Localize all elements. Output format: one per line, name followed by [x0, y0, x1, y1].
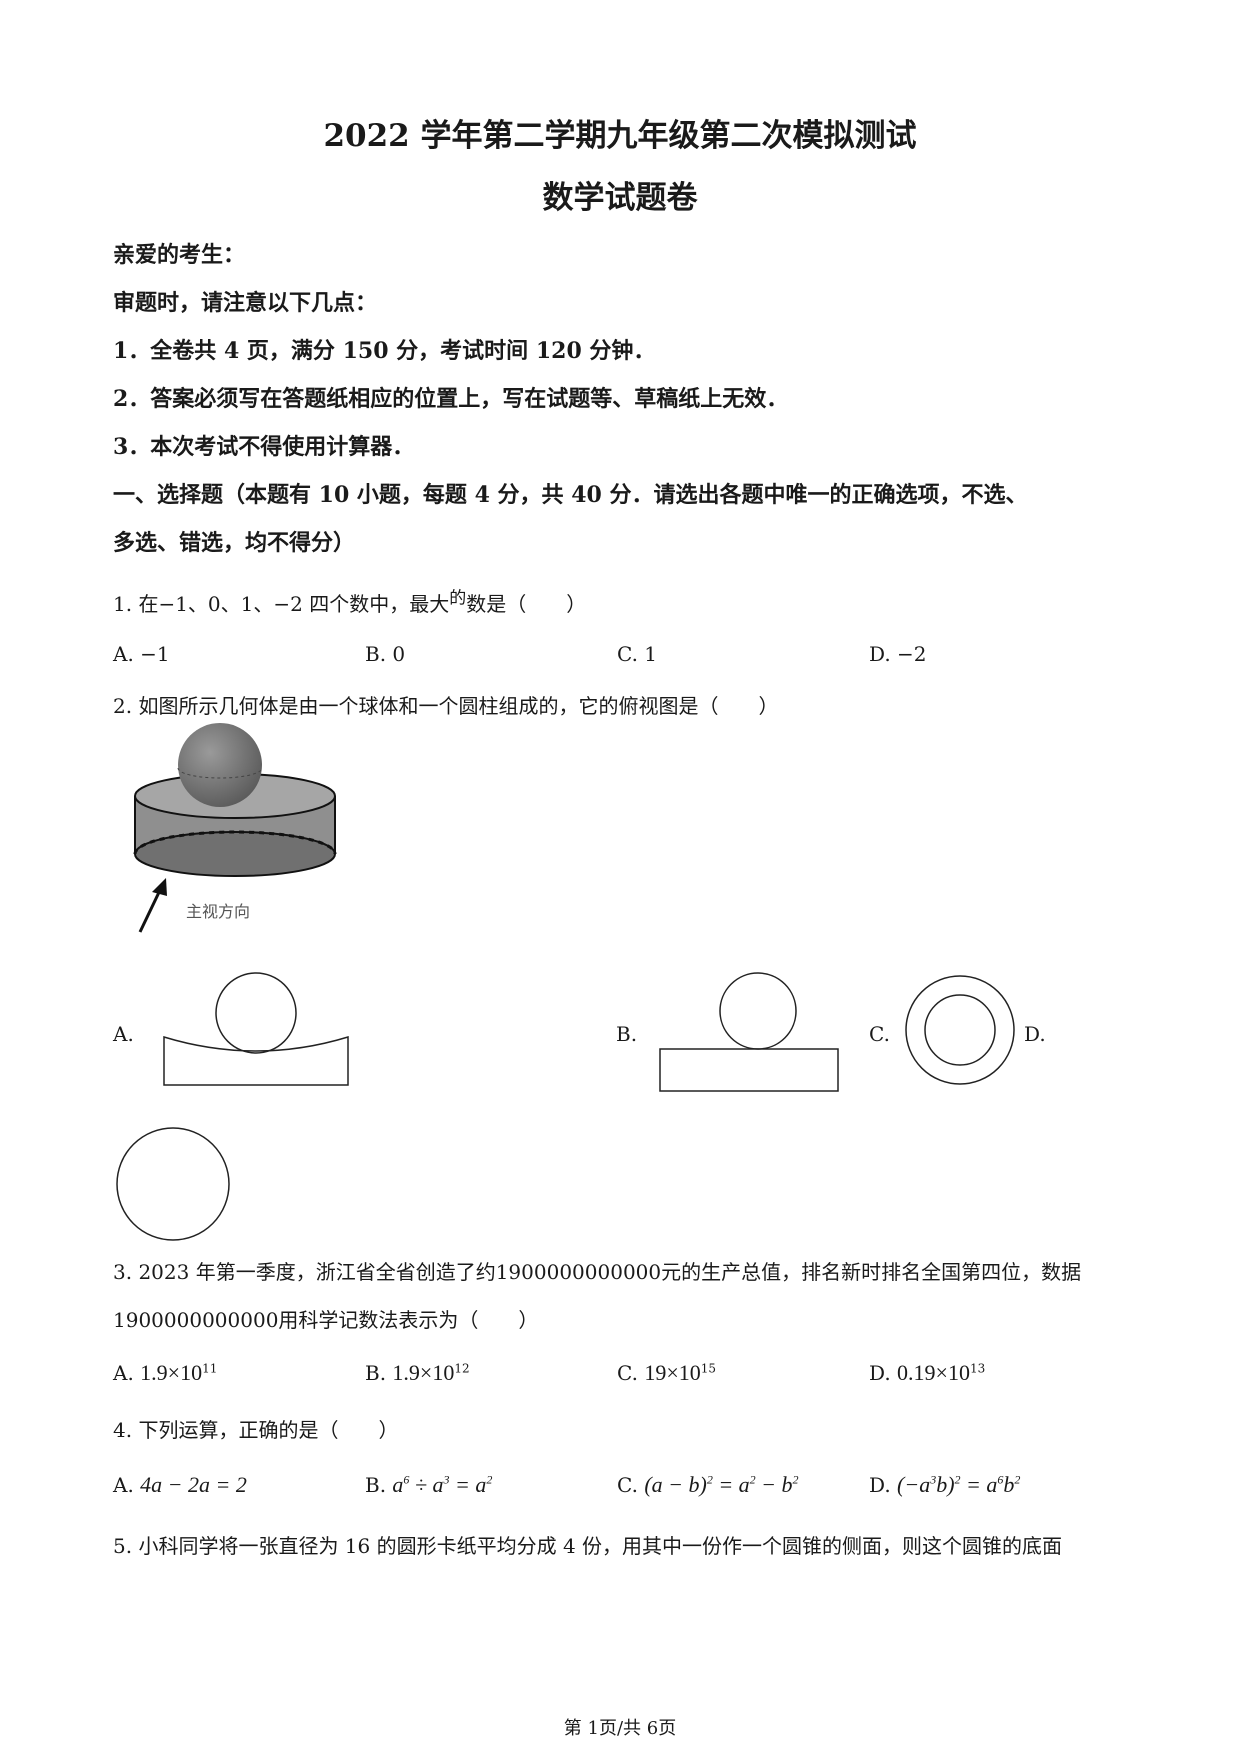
question-3-option-c: C. 19×1015 [617, 1360, 716, 1386]
question-3-option-a: A. 1.9×1011 [113, 1360, 217, 1386]
option-b-figure [659, 972, 839, 1092]
solid-figure: 主视方向 [133, 723, 337, 933]
option-base: 1.9×10 [140, 1360, 203, 1385]
option-base: 19×10 [644, 1360, 701, 1385]
section-heading-line2: 多选、错选，均不得分） [113, 530, 356, 556]
question-2-option-b-label: B. [616, 1022, 638, 1046]
question-3-option-d: D. 0.19×1013 [869, 1360, 985, 1386]
notice-greeting: 亲爱的考生： [113, 242, 246, 268]
expr-part: (a − b) [644, 1472, 707, 1497]
question-4-option-d: D. (−a3b)2 = a6b2 [869, 1472, 1020, 1498]
question-2-option-c-label: C. [869, 1022, 890, 1046]
expr-exp: 3 [930, 1472, 937, 1487]
option-letter: B. [365, 1361, 387, 1385]
option-exponent: 11 [202, 1361, 218, 1376]
expr-exp: 2 [954, 1472, 961, 1487]
option-a-figure [163, 972, 349, 1086]
question-1-stem-tail: 数是（ ） [466, 592, 587, 616]
notice-item-1: 1．全卷共 4 页，满分 150 分，考试时间 120 分钟． [113, 338, 656, 364]
question-1-option-a: A. −1 [113, 642, 170, 666]
expr-exp: 6 [403, 1472, 410, 1487]
option-letter: A. [113, 1361, 134, 1385]
option-base: 1.9×10 [392, 1360, 455, 1385]
expr-part: b [1003, 1472, 1015, 1497]
question-2-option-d-label: D. [1024, 1022, 1046, 1046]
question-2-stem: 2. 如图所示几何体是由一个球体和一个圆柱组成的，它的俯视图是（ ） [113, 694, 779, 718]
option-letter: A. [113, 1473, 134, 1497]
sphere-shape [177, 723, 263, 807]
view-direction-label: 主视方向 [186, 902, 250, 921]
question-1-option-d: D. −2 [869, 642, 927, 666]
option-c-figure [905, 975, 1015, 1085]
question-5-stem: 5. 小科同学将一张直径为 16 的圆形卡纸平均分成 4 份，用其中一份作一个圆… [113, 1534, 1063, 1558]
expr-part: b) [936, 1472, 955, 1497]
option-base: 0.19×10 [897, 1360, 970, 1385]
question-1-option-b: B. 0 [365, 642, 406, 666]
expr-exp: 2 [1014, 1472, 1021, 1487]
question-4-option-c: C. (a − b)2 = a2 − b2 [617, 1472, 799, 1498]
expr-exp: 2 [792, 1472, 799, 1487]
option-exponent: 15 [700, 1361, 717, 1376]
notice-item-3: 3．本次考试不得使用计算器． [113, 434, 415, 460]
expr-exp: 2 [749, 1472, 756, 1487]
expr-part: − b [755, 1472, 793, 1497]
option-expression: 4a − 2a = 2 [140, 1472, 247, 1497]
question-1-stem-raised: 的 [449, 588, 467, 609]
option-exponent: 13 [969, 1361, 986, 1376]
expr-part: = a [712, 1472, 750, 1497]
exam-subtitle: 数学试题卷 [542, 180, 698, 216]
question-1-stem-text: 1. 在−1、0、1、−2 四个数中，最大 [113, 592, 450, 616]
question-4-option-b: B. a6 ÷ a3 = a2 [365, 1472, 492, 1498]
question-3-stem-line1: 3. 2023 年第一季度，浙江省全省创造了约1900000000000元的生产… [113, 1260, 1082, 1284]
expr-exp: 3 [443, 1472, 450, 1487]
expr-part: = a [960, 1472, 998, 1497]
notice-intro: 审题时，请注意以下几点： [113, 290, 378, 316]
question-3-option-b: B. 1.9×1012 [365, 1360, 470, 1386]
notice-item-2: 2．答案必须写在答题纸相应的位置上，写在试题等、草稿纸上无效． [113, 386, 789, 412]
expr-part: = a [449, 1472, 487, 1497]
expr-part: (−a [897, 1472, 931, 1497]
question-3-stem-line2: 1900000000000用科学记数法表示为（ ） [113, 1308, 539, 1332]
expr-part: ÷ a [409, 1472, 444, 1497]
expr-exp: 2 [706, 1472, 713, 1487]
page-footer: 第 1页/共 6页 [563, 1718, 677, 1739]
question-4-option-a: A. 4a − 2a = 2 [113, 1472, 247, 1498]
expr-part: a [392, 1472, 404, 1497]
option-d-figure [116, 1127, 230, 1241]
question-2-option-a-label: A. [113, 1022, 134, 1046]
question-1-option-c: C. 1 [617, 642, 658, 666]
option-exponent: 12 [454, 1361, 470, 1376]
expr-exp: 2 [486, 1472, 493, 1487]
option-letter: D. [869, 1361, 891, 1385]
question-4-stem: 4. 下列运算，正确的是（ ） [113, 1418, 399, 1442]
option-letter: C. [617, 1361, 638, 1385]
option-letter: C. [617, 1473, 638, 1497]
option-letter: D. [869, 1473, 891, 1497]
exam-title: 2022 学年第二学期九年级第二次模拟测试 [323, 118, 917, 154]
view-direction-arrow-icon [138, 878, 167, 933]
section-heading-line1: 一、选择题（本题有 10 小题，每题 4 分，共 40 分．请选出各题中唯一的正… [113, 482, 1028, 508]
expr-exp: 6 [997, 1472, 1004, 1487]
question-1-stem: 1. 在−1、0、1、−2 四个数中，最大的数是（ ） [113, 588, 586, 617]
option-letter: B. [365, 1473, 387, 1497]
